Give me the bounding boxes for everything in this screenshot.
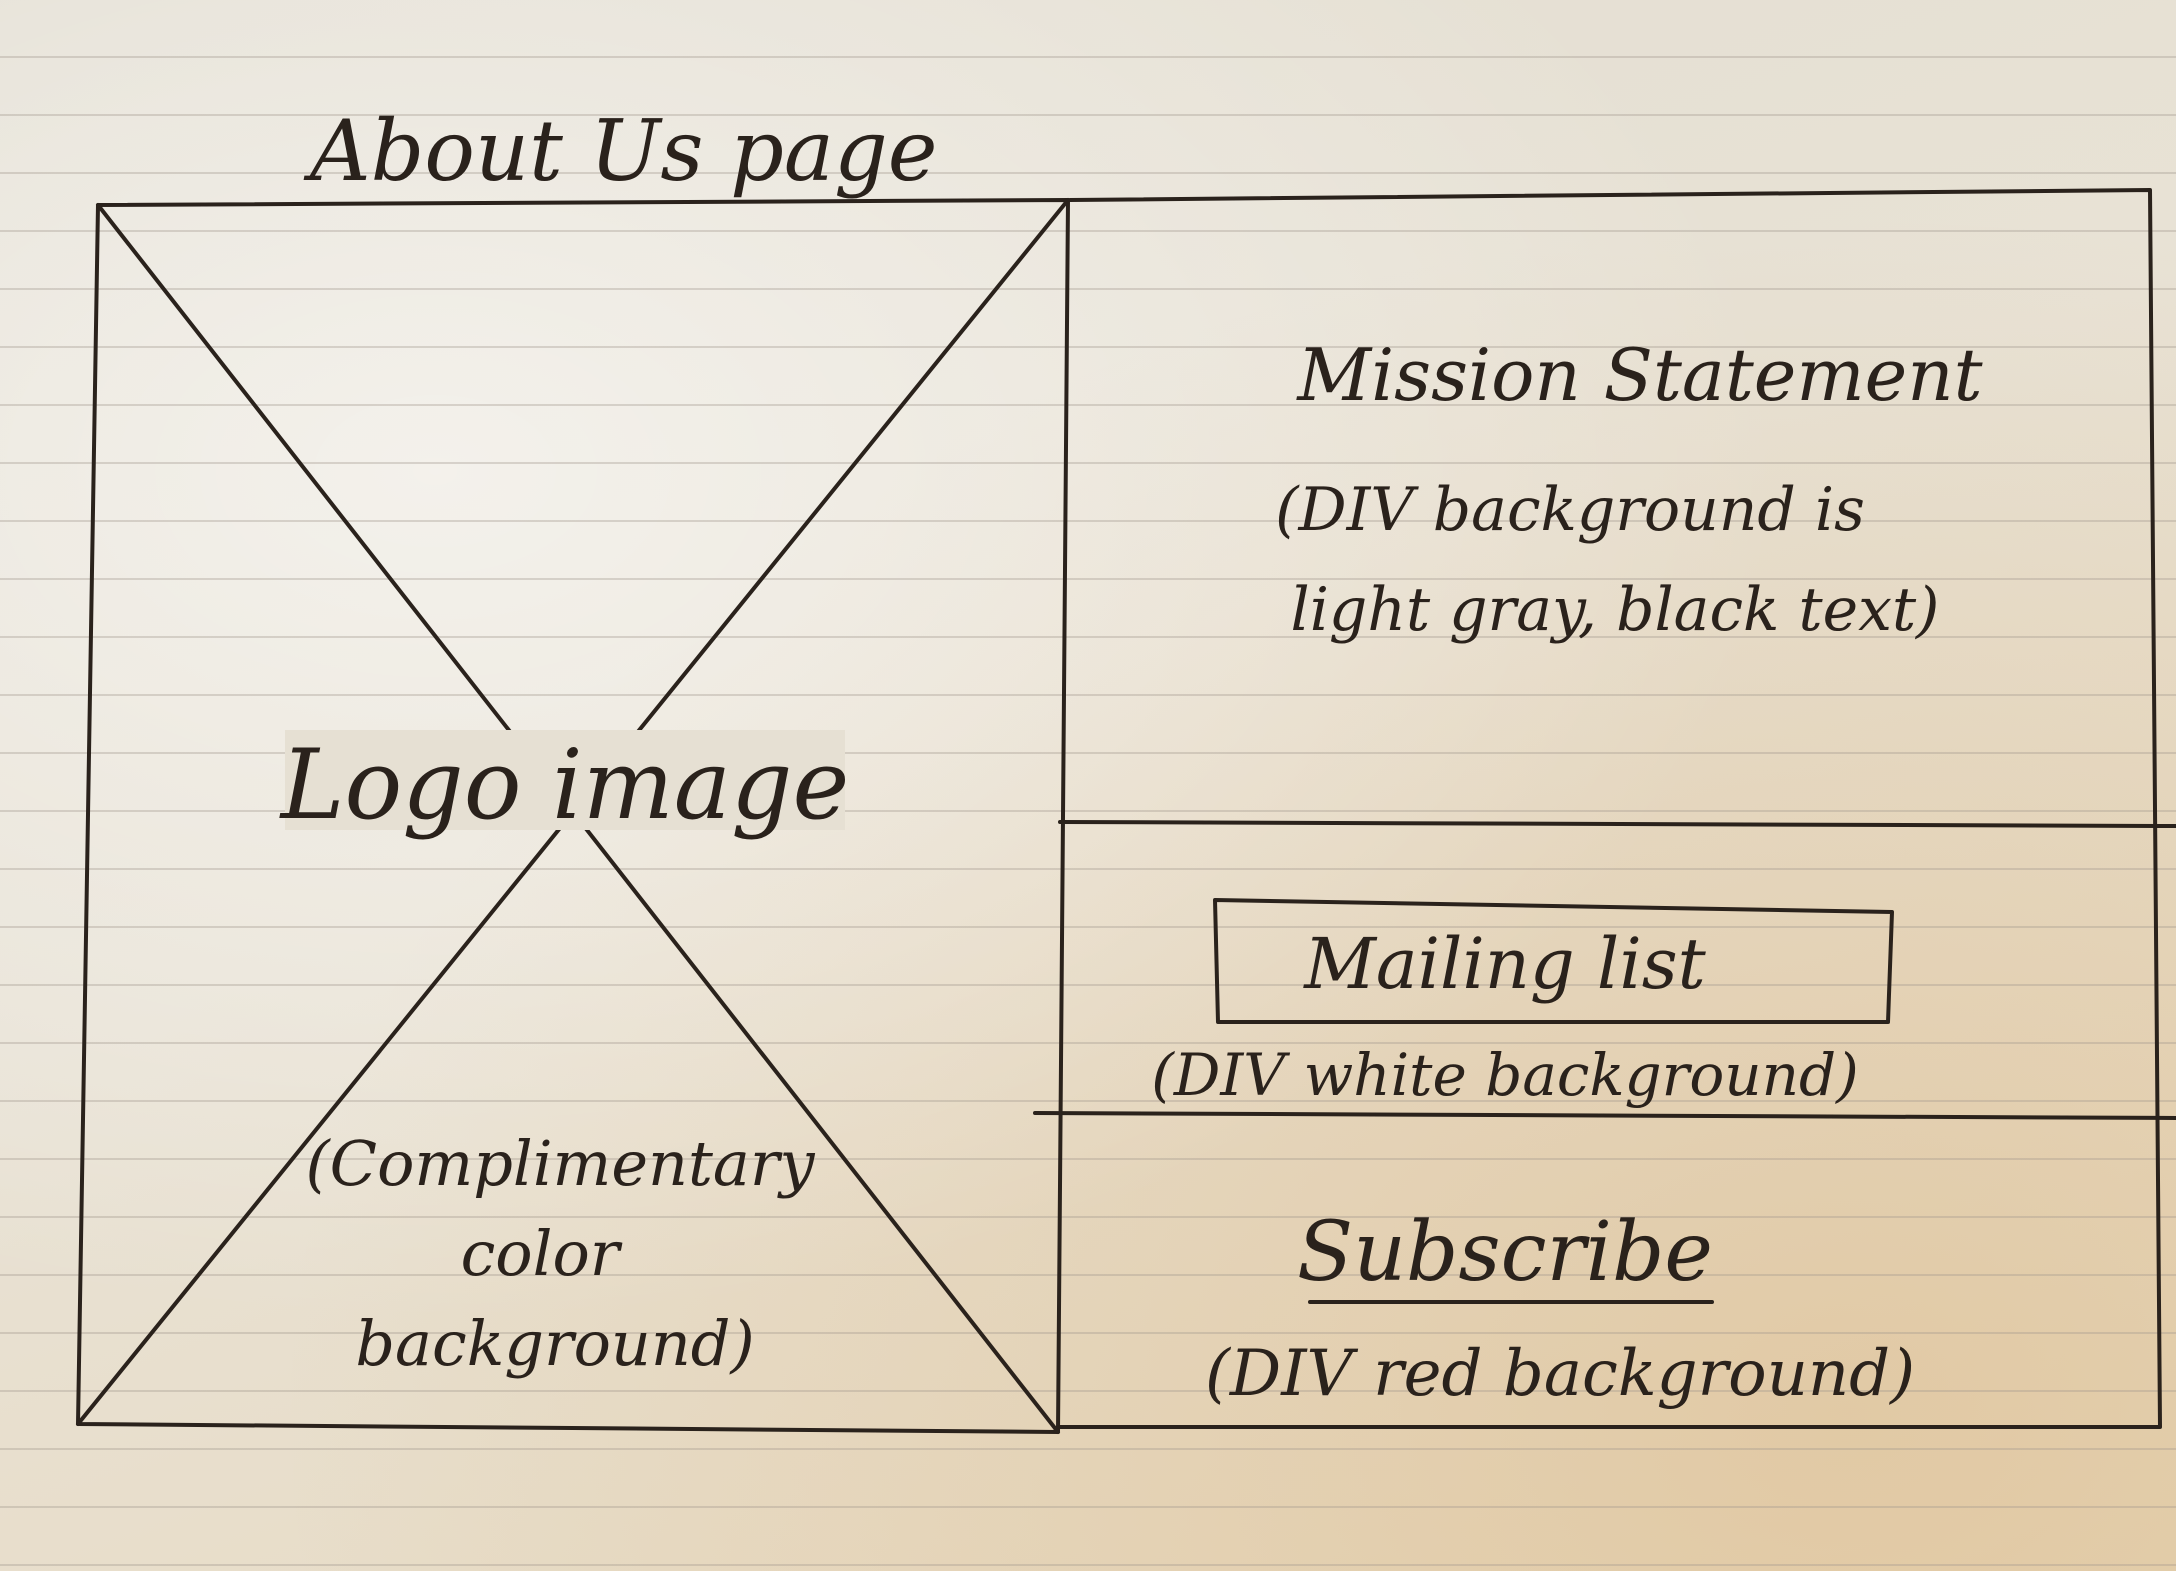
logo-image-panel: Logo image (Complimentary color backgrou… bbox=[76, 198, 1070, 1434]
content-panel-border bbox=[1056, 188, 2162, 1429]
mission-statement-title: Mission Statement bbox=[1295, 333, 1983, 417]
mission-note-line1: (DIV background is bbox=[1275, 475, 1865, 545]
mailing-list-button-border bbox=[1213, 898, 1894, 1024]
logo-label-backdrop bbox=[285, 730, 845, 830]
logo-note-line2: color bbox=[461, 1217, 623, 1290]
page-title: About Us page bbox=[303, 102, 938, 200]
mailing-list-section: Mailing list (DIV white background) bbox=[1151, 898, 1894, 1109]
divider-mission-mailing bbox=[1058, 820, 2176, 828]
subscribe-note: (DIV red background) bbox=[1205, 1337, 1915, 1411]
content-panel: Mission Statement (DIV background is lig… bbox=[1033, 188, 2176, 1429]
mission-statement-section: Mission Statement (DIV background is lig… bbox=[1275, 333, 1984, 645]
logo-note-line3: background) bbox=[355, 1307, 754, 1380]
mission-note-line2: light gray, black text) bbox=[1291, 575, 1940, 645]
subscribe-title: Subscribe bbox=[1297, 1205, 1713, 1300]
logo-image-label: Logo image bbox=[279, 729, 850, 841]
mailing-note: (DIV white background) bbox=[1151, 1041, 1859, 1109]
logo-note-line1: (Complimentary bbox=[305, 1127, 815, 1200]
mailing-list-button[interactable]: Mailing list bbox=[1213, 898, 1894, 1024]
subscribe-section: Subscribe (DIV red background) bbox=[1205, 1205, 1915, 1411]
mailing-list-button-label: Mailing list bbox=[1302, 923, 1706, 1005]
divider-mailing-subscribe bbox=[1033, 1111, 2176, 1120]
